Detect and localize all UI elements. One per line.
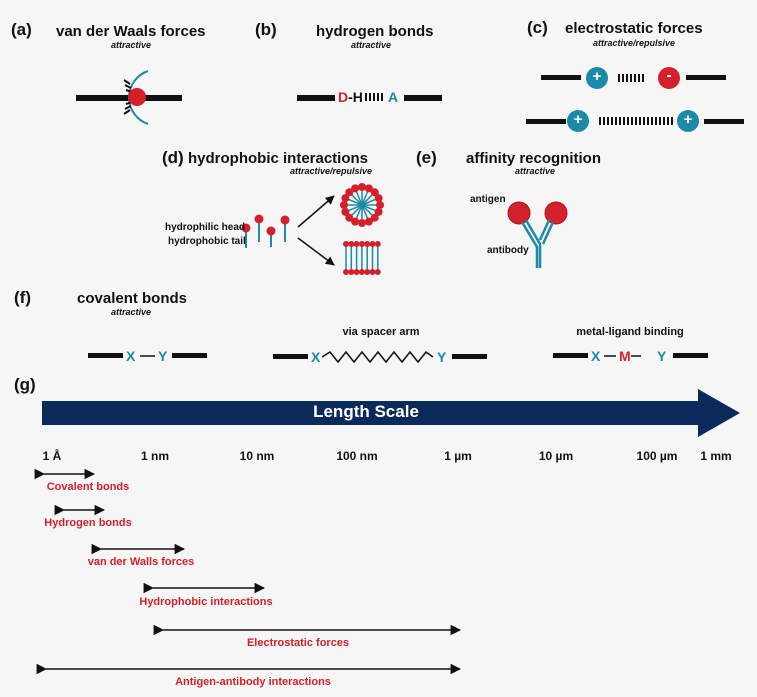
donor-label: D: [338, 89, 349, 105]
scale-tick-label: 1 mm: [700, 449, 732, 463]
panel-c-letter: (c): [527, 18, 548, 37]
lipid-head: [358, 269, 365, 275]
hydrophobic-tail-label: hydrophobic tail: [168, 236, 246, 247]
range-label: Hydrogen bonds: [44, 517, 132, 529]
lipid-head: [340, 201, 348, 209]
positive-charge-icon: +: [683, 111, 693, 128]
panel-a-subtitle: attractive: [110, 40, 152, 50]
lipid-head: [343, 241, 349, 247]
scale-tick-label: 1 µm: [444, 449, 472, 463]
panel-b-letter: (b): [255, 20, 277, 39]
scale-tick-label: 1 Å: [42, 449, 62, 463]
hbond-formula: D-H: [338, 89, 363, 105]
lipid-head: [369, 269, 376, 275]
lipid-head: [364, 217, 373, 226]
antigen-label: antigen: [470, 194, 506, 205]
range-label: Hydrophobic interactions: [139, 596, 273, 608]
bilayer-shape: [343, 241, 381, 275]
hydrophobic-illustration: [241, 183, 384, 275]
lipid-head: [353, 241, 360, 247]
lipid-head: [348, 241, 355, 247]
lipid-head: [348, 269, 355, 275]
x-label: X: [311, 349, 321, 365]
range-label: Antigen-antibody interactions: [175, 676, 331, 688]
panel-a-title: van der Waals forces: [56, 23, 206, 40]
lipid-head: [370, 188, 379, 197]
lipid-head: [358, 241, 365, 247]
electrostatic-illustration: [526, 67, 744, 132]
panel-d-subtitle: attractive/repulsive: [289, 166, 373, 176]
lipid-head: [374, 194, 383, 203]
antibody-label: antibody: [487, 245, 529, 256]
panel-c-title: electrostatic forces: [565, 20, 703, 37]
lipid-head: [358, 219, 366, 227]
range-label: Electrostatic forces: [246, 637, 350, 649]
x-label: X: [591, 348, 601, 364]
lipid-head: [345, 213, 354, 222]
range-label: van der Walls forces: [87, 556, 195, 568]
micelle-shape: [340, 183, 384, 227]
scale-tick-label: 10 nm: [239, 449, 275, 463]
scale-tick-label: 100 µm: [636, 449, 678, 463]
lipid-head: [374, 269, 381, 275]
lipid-head: [358, 183, 366, 191]
lipid-head: [364, 184, 373, 193]
lipid-head: [341, 207, 350, 216]
range-label: Covalent bonds: [46, 481, 130, 493]
panel-f-title: covalent bonds: [77, 290, 188, 307]
lipid-head: [364, 269, 371, 275]
panel-g-letter: (g): [14, 375, 36, 394]
panel-d-letter: (d): [162, 148, 184, 167]
panel-f-letter: (f): [14, 288, 31, 307]
panel-f-subtitle: attractive: [110, 307, 152, 317]
metal-ligand-label: metal-ligand binding: [576, 326, 684, 338]
y-label: Y: [657, 348, 667, 364]
panel-e-letter: (e): [416, 148, 437, 167]
hbond-illustration: [297, 93, 442, 101]
x-label: X: [126, 348, 136, 364]
lipid-head: [374, 241, 381, 247]
lipid-head: [345, 188, 354, 197]
length-scale-arrow: [42, 389, 740, 437]
lipid-head: [351, 217, 360, 226]
panel-d-title: hydrophobic interactions: [188, 150, 369, 167]
length-scale-title: Length Scale: [313, 402, 419, 421]
panel-e-subtitle: attractive: [514, 166, 556, 176]
panel-e-title: affinity recognition: [466, 150, 601, 167]
panel-a-letter: (a): [11, 20, 32, 39]
lipid-head: [370, 213, 379, 222]
covalent-illustration: [88, 350, 708, 364]
positive-charge-icon: +: [573, 111, 583, 128]
y-label: Y: [437, 349, 447, 365]
scale-tick-label: 1 nm: [140, 449, 170, 463]
lipid-head: [369, 241, 376, 247]
lipid-head: [374, 207, 383, 216]
acceptor-label: A: [388, 89, 399, 105]
vdw-illustration: [76, 70, 182, 125]
panel-b-title: hydrogen bonds: [316, 23, 434, 40]
scale-tick-label: 10 µm: [538, 449, 574, 463]
lipid-head: [364, 241, 371, 247]
panel-b-subtitle: attractive: [350, 40, 392, 50]
lipid-head: [341, 194, 350, 203]
lipid-head: [376, 201, 384, 209]
scale-tick-label: 100 nm: [336, 449, 378, 463]
hydrogen-label: -H: [348, 89, 363, 105]
negative-charge-icon: -: [666, 67, 672, 84]
range-arrows: [34, 468, 462, 675]
antibody-illustration: [507, 201, 568, 268]
positive-charge-icon: +: [592, 68, 602, 85]
lipid-head: [343, 269, 349, 275]
hydrophilic-head-label: hydrophilic head: [165, 222, 246, 233]
y-label: Y: [158, 348, 168, 364]
spacer-arm-label: via spacer arm: [342, 326, 420, 338]
panel-c-subtitle: attractive/repulsive: [592, 38, 676, 48]
lipid-head: [353, 269, 360, 275]
metal-label: M: [619, 348, 631, 364]
lipid-head: [351, 184, 360, 193]
